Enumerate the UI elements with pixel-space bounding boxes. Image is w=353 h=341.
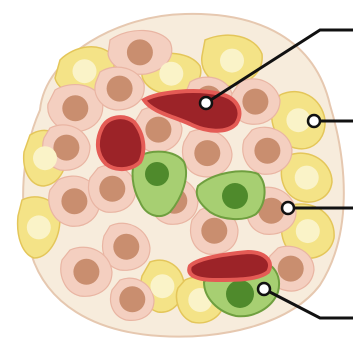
nucleus [254, 138, 280, 164]
nucleus [119, 286, 145, 312]
peripheral-nucleus [27, 215, 51, 239]
peripheral-nucleus [73, 59, 97, 83]
peripheral-nucleus [296, 219, 320, 243]
peripheral-nucleus [159, 62, 183, 86]
green-nucleus [222, 183, 248, 209]
nucleus [201, 218, 227, 244]
nucleus [53, 135, 79, 161]
nucleus [107, 76, 133, 102]
green-nucleus [145, 162, 169, 186]
leader-dot-vessel [200, 97, 212, 109]
nucleus [194, 140, 220, 166]
peripheral-nucleus [33, 146, 57, 170]
peripheral-nucleus [150, 274, 174, 298]
peripheral-nucleus [220, 49, 244, 73]
leader-dot-pink [282, 202, 294, 214]
nucleus [145, 117, 171, 143]
nucleus [278, 256, 304, 282]
nucleus [99, 176, 125, 202]
peripheral-nucleus [295, 166, 319, 190]
nucleus [73, 259, 99, 285]
nucleus [62, 95, 88, 121]
nucleus [242, 89, 268, 115]
blood-vessel [98, 117, 143, 169]
nucleus [61, 188, 87, 214]
leader-dot-peripheral [308, 115, 320, 127]
leader-dot-green [258, 283, 270, 295]
green-nucleus [226, 280, 254, 308]
nucleus [127, 39, 153, 65]
nucleus [113, 234, 139, 260]
